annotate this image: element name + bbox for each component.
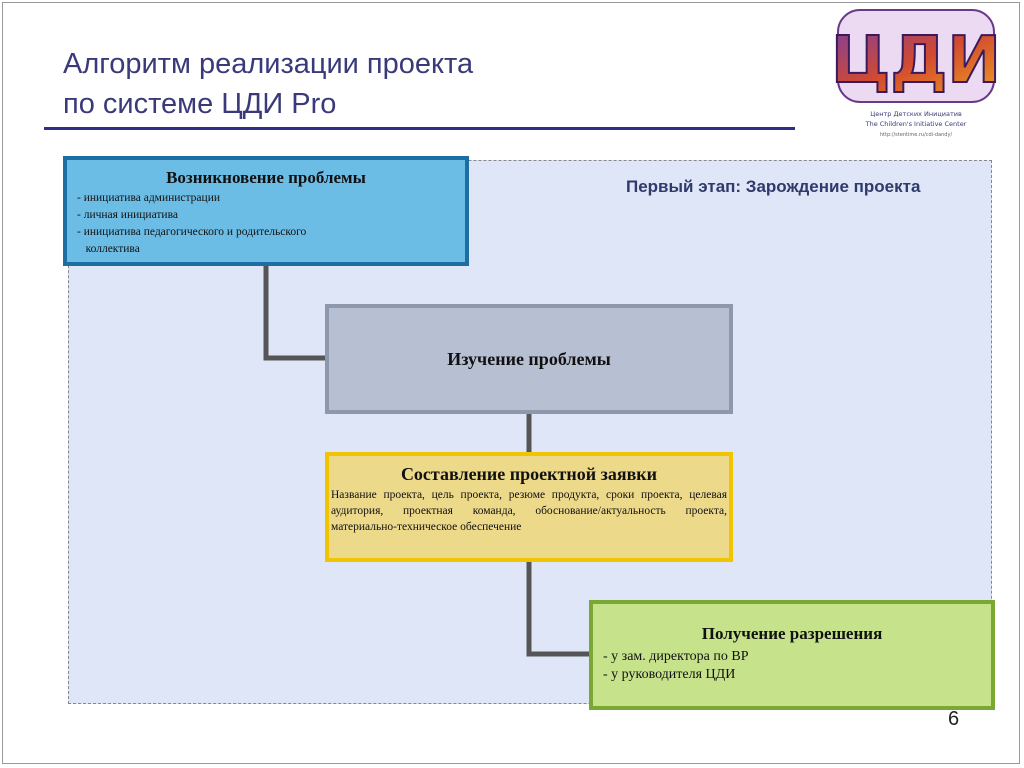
logo-mark: ЦДИ — [831, 24, 1000, 98]
page-number: 6 — [948, 708, 960, 730]
logo-caption-ru: Центр Детских Инициатив — [870, 110, 962, 118]
permission-title: Получение разрешения — [701, 624, 883, 643]
study-title: Изучение проблемы — [447, 348, 611, 369]
problem-item: - инициатива педагогического и родительс… — [77, 226, 307, 238]
problem-item: - инициатива администрации — [77, 192, 221, 204]
slide-title: Алгоритм реализации проекта по системе Ц… — [63, 44, 473, 124]
problem-item: - личная инициатива — [77, 209, 178, 221]
connector-application-permission — [526, 562, 589, 657]
study-box: Изучение проблемы — [325, 304, 733, 414]
problem-box: Возникновение проблемы - инициатива адми… — [63, 156, 469, 266]
title-line-2: по системе ЦДИ Pro — [63, 88, 337, 120]
title-underline — [44, 127, 795, 130]
connector-problem-study — [263, 266, 325, 361]
problem-item: коллектива — [77, 243, 140, 255]
problem-title: Возникновение проблемы — [166, 168, 366, 187]
logo-caption-en: The Children's Initiative Center — [865, 120, 967, 128]
title-line-1: Алгоритм реализации проекта — [63, 48, 474, 80]
logo-caption-url: http://stentime.ru/cdi-dandy/ — [880, 132, 953, 138]
permission-item: - у зам. директора по ВР — [603, 649, 749, 664]
permission-item: - у руководителя ЦДИ — [603, 667, 736, 682]
application-box: Составление проектной заявки Название пр… — [325, 452, 733, 562]
cdi-logo: ЦДИ Центр Детских Инициатив The Children… — [830, 9, 1000, 138]
application-text: Название проекта, цель проекта, резюме п… — [331, 489, 727, 533]
application-title: Составление проектной заявки — [400, 464, 658, 484]
permission-box: Получение разрешения - у зам. директора … — [589, 600, 995, 710]
stage-label: Первый этап: Зарождение проекта — [626, 177, 921, 196]
